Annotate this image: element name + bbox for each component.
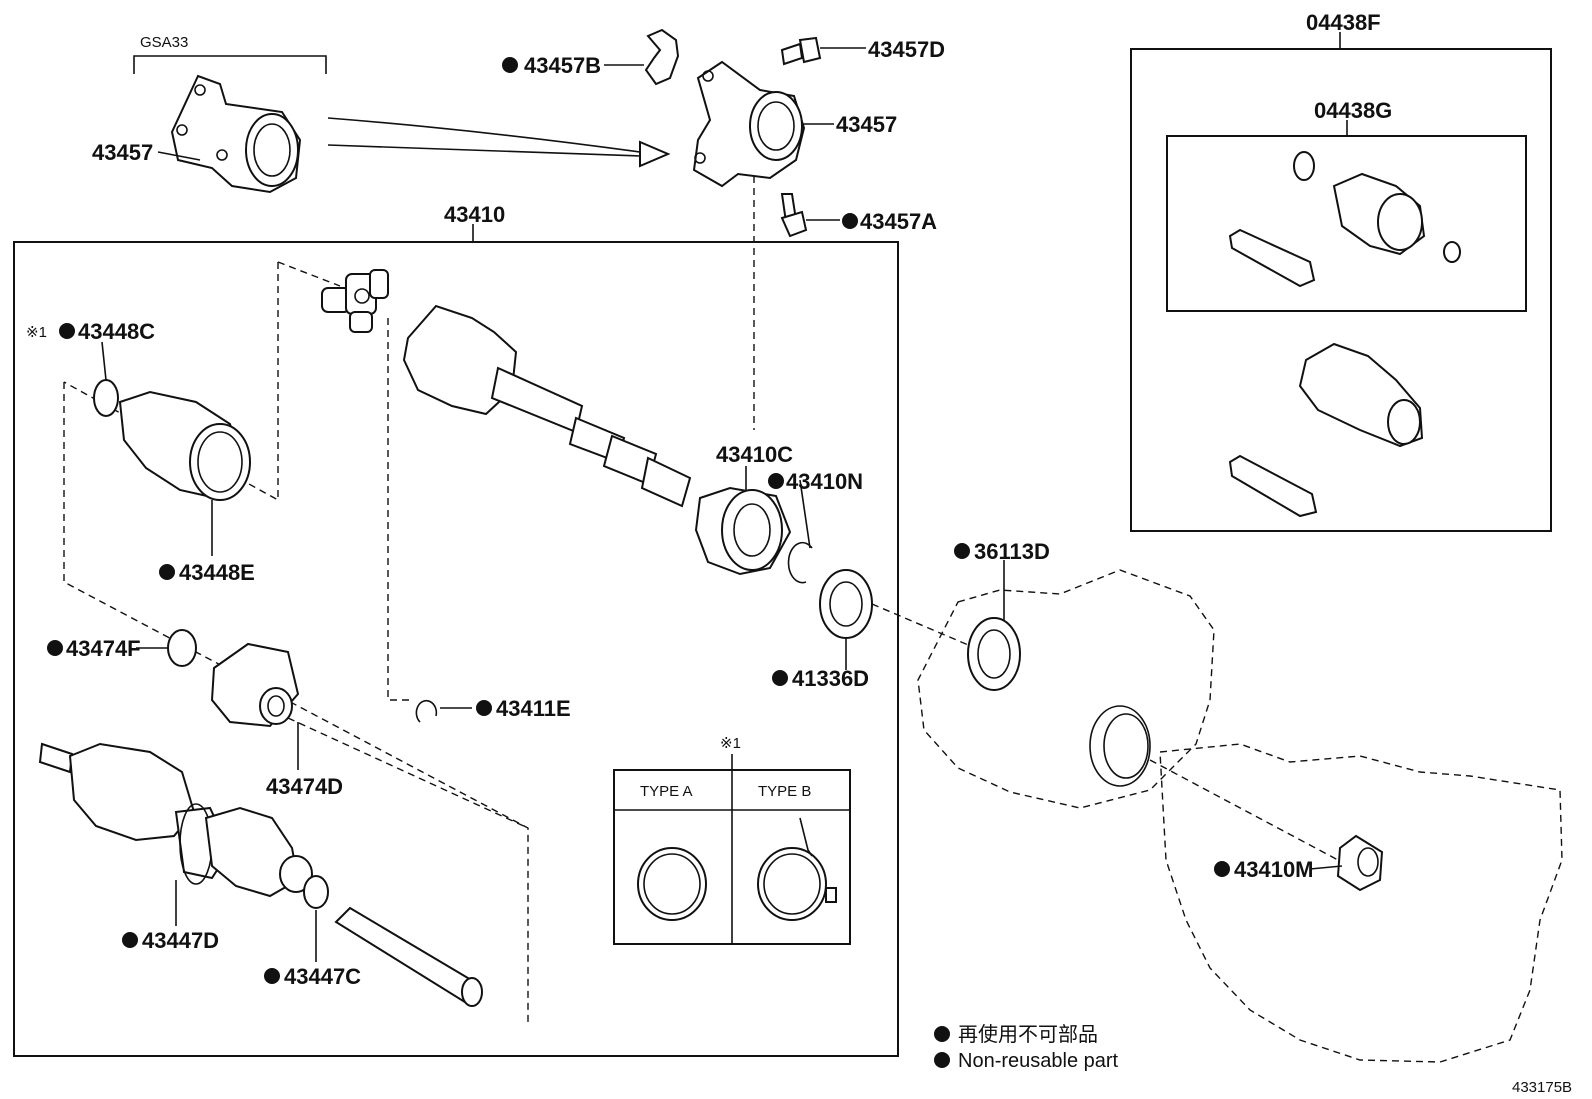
assembly-43410-box xyxy=(13,241,899,1057)
part-label-43410: 43410 xyxy=(444,202,505,227)
part-label-43410C: 43410C xyxy=(716,442,793,467)
gsa33-bracket-line xyxy=(133,55,327,74)
non-reusable-marker-41336D xyxy=(772,670,788,686)
transaxle-port-drawing xyxy=(1089,705,1151,787)
seal-41336D-drawing xyxy=(819,569,873,639)
bolt-43457A-drawing xyxy=(780,193,808,238)
part-label-43410M: 43410M xyxy=(1234,857,1314,882)
part-label-43474D: 43474D xyxy=(266,774,343,799)
kit-G-contents-drawing xyxy=(1228,151,1461,288)
inboard-joint-shaft-drawing xyxy=(402,304,692,508)
part-label-43457B: 43457B xyxy=(524,53,601,78)
bearing-43410M-drawing xyxy=(1336,834,1384,892)
part-label-43447D: 43447D xyxy=(142,928,219,953)
part-label-43474F: 43474F xyxy=(66,636,141,661)
snap-ring-43410N-drawing xyxy=(787,541,813,584)
diagram-id: 433175B xyxy=(1512,1079,1572,1096)
tripod-joint-drawing xyxy=(321,269,389,333)
transaxle-case-outline xyxy=(917,569,1563,1063)
kit-F-contents-drawing xyxy=(1228,342,1424,518)
clip-43457B-drawing xyxy=(644,28,680,86)
intermediate-shaft-drawing xyxy=(334,906,483,1007)
leader-43457-left xyxy=(157,151,201,161)
clamp-43474F-drawing xyxy=(167,629,197,667)
damper-43474D-drawing xyxy=(210,642,300,728)
leader-43448C xyxy=(101,341,107,381)
part-label-41336D: 41336D xyxy=(792,666,869,691)
part-label-43447C: 43447C xyxy=(284,964,361,989)
non-reusable-marker-43448E xyxy=(159,564,175,580)
part-label-04438G: 04438G xyxy=(1314,98,1392,123)
clamp-43447C-drawing xyxy=(303,875,329,909)
part-label-43457-right: 43457 xyxy=(836,112,897,137)
non-reusable-marker-43410M xyxy=(1214,861,1230,877)
non-reusable-marker-43447D xyxy=(122,932,138,948)
dash-port-to-43410M xyxy=(1149,759,1339,861)
part-label-43448C: 43448C xyxy=(78,319,155,344)
snap-ring-43411E-drawing xyxy=(415,699,438,723)
part-label-43457-left: 43457 xyxy=(92,140,153,165)
part-label-04438F: 04438F xyxy=(1306,10,1381,35)
non-reusable-marker-43448C xyxy=(59,323,75,339)
non-reusable-marker-43411E xyxy=(476,700,492,716)
dash-boot-guide xyxy=(63,382,529,1024)
part-label-43411E: 43411E xyxy=(496,696,571,721)
legend-marker-jp xyxy=(934,1026,950,1042)
non-reusable-marker-43447C xyxy=(264,968,280,984)
type-a-label: TYPE A xyxy=(640,783,693,800)
dash-damper-guide xyxy=(287,717,529,829)
bearing-bracket-left-drawing xyxy=(170,74,302,194)
oil-seal-36113D-drawing xyxy=(967,617,1021,691)
replacement-arrow xyxy=(327,117,671,168)
leader-43410N xyxy=(799,479,811,549)
bolt-43457D-drawing xyxy=(780,36,822,66)
clamp-43448C-drawing xyxy=(93,379,119,417)
part-label-43448E: 43448E xyxy=(179,560,255,585)
dash-shaft-guide xyxy=(277,261,341,287)
non-reusable-marker-43457A xyxy=(842,213,858,229)
part-label-43457A: 43457A xyxy=(860,209,937,234)
note-mark-1: ※1 xyxy=(26,324,47,341)
type-b-label: TYPE B xyxy=(758,783,811,800)
part-label-43457D: 43457D xyxy=(868,37,945,62)
non-reusable-marker-43457B xyxy=(502,57,518,73)
non-reusable-marker-36113D xyxy=(954,543,970,559)
non-reusable-marker-43474F xyxy=(47,640,63,656)
type-note-mark: ※1 xyxy=(720,735,741,752)
part-label-36113D: 36113D xyxy=(974,539,1050,564)
boot-43448E-drawing xyxy=(118,390,251,501)
legend-jp: 再使用不可部品 xyxy=(958,1023,1098,1046)
gsa33-label: GSA33 xyxy=(140,34,188,51)
bearing-43410C-drawing xyxy=(694,486,792,576)
part-label-43410N: 43410N xyxy=(786,469,863,494)
leader-43410M xyxy=(1309,865,1343,870)
kit-04438F-box xyxy=(1130,48,1552,532)
non-reusable-marker-43410N xyxy=(768,473,784,489)
dash-snapring-guide xyxy=(387,318,412,701)
dash-seal-to-transaxle xyxy=(871,603,981,651)
outboard-joint-drawing xyxy=(38,742,313,898)
bearing-bracket-right-drawing xyxy=(692,60,806,188)
legend-marker-en xyxy=(934,1052,950,1068)
legend-en: Non-reusable part xyxy=(958,1050,1119,1072)
